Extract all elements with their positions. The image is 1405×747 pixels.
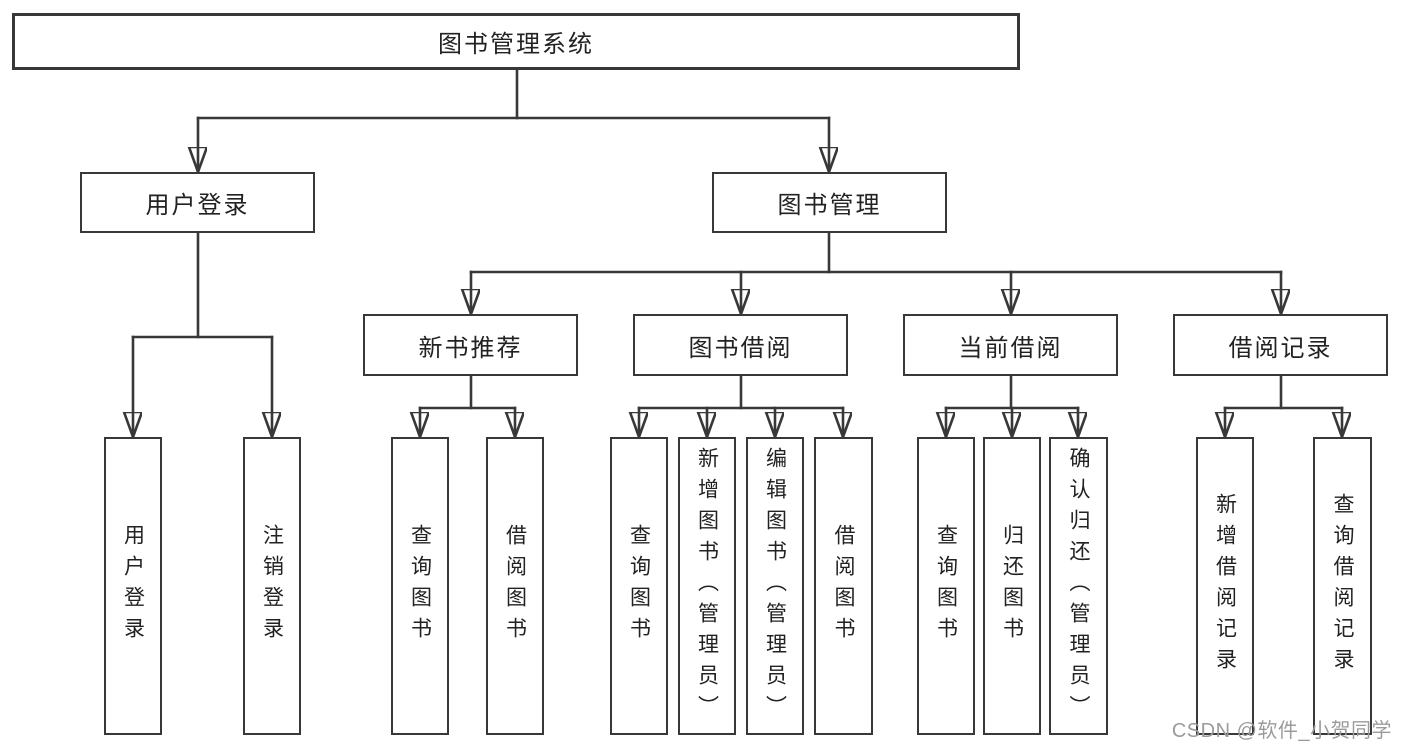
node-box-query-books-recommend: 查询图书: [391, 437, 449, 735]
node-label: 图书管理: [777, 192, 882, 219]
connector-book-management-to-sections: [471, 231, 1281, 314]
node-box-borrow-records: 借阅记录: [1173, 314, 1388, 376]
node-box-return-books: 归还图书: [983, 437, 1041, 735]
connector-user-login-to-children: [133, 231, 272, 437]
node-box-borrow-books-recommend: 借阅图书: [486, 437, 544, 735]
node-label: 借阅记录: [1228, 334, 1333, 362]
node-box-add-borrow-record: 新增借阅记录: [1196, 437, 1254, 735]
node-label: 查询图书: [408, 524, 432, 648]
node-box-query-books-borrow: 查询图书: [610, 437, 668, 735]
node-label: 查询图书: [627, 524, 651, 648]
node-box-current-borrow: 当前借阅: [903, 314, 1118, 376]
watermark-text: CSDN @软件_小贺同学: [1171, 720, 1392, 742]
node-label: 确认归还（管理员）: [1067, 446, 1090, 726]
node-box-add-books-admin: 新增图书（管理员）: [678, 437, 736, 735]
node-box-query-borrow-record: 查询借阅记录: [1313, 437, 1372, 735]
node-box-query-books-current: 查询图书: [917, 437, 975, 735]
node-label: 用户登录: [121, 524, 145, 648]
connector-book-borrow-to-children: [639, 374, 843, 437]
node-label: 图书管理系统: [438, 31, 594, 58]
connector-root-to-level2: [198, 68, 829, 172]
node-label: 新增借阅记录: [1213, 493, 1237, 679]
node-box-user-login: 用户登录: [80, 172, 315, 233]
connector-borrow-records-to-children: [1225, 374, 1342, 437]
node-label: 用户登录: [145, 192, 250, 219]
node-box-edit-books-admin: 编辑图书（管理员）: [746, 437, 804, 735]
node-box-new-book-recommend: 新书推荐: [363, 314, 578, 376]
node-label: 归还图书: [1000, 524, 1024, 648]
node-label: 编辑图书（管理员）: [763, 446, 787, 726]
node-box-confirm-return-admin: 确认归还（管理员）: [1049, 437, 1108, 735]
node-box-borrow-books: 借阅图书: [814, 437, 873, 735]
node-label: 新书推荐: [418, 334, 523, 362]
node-label: 借阅图书: [503, 524, 527, 648]
node-box-book-management: 图书管理: [712, 172, 947, 233]
node-box-login: 用户登录: [104, 437, 162, 735]
connector-new-book-recommend-to-children: [420, 374, 515, 437]
node-label: 查询借阅记录: [1331, 493, 1354, 679]
node-box-book-borrow: 图书借阅: [633, 314, 848, 376]
node-label: 新增图书（管理员）: [695, 446, 719, 726]
node-label: 当前借阅: [958, 334, 1063, 362]
node-label: 借阅图书: [832, 524, 855, 648]
connector-current-borrow-to-children: [946, 374, 1078, 437]
node-label: 注销登录: [260, 524, 284, 648]
node-box-library-system: 图书管理系统: [12, 13, 1020, 70]
node-label: 图书借阅: [688, 334, 793, 362]
node-label: 查询图书: [934, 524, 958, 648]
node-box-logout: 注销登录: [243, 437, 301, 735]
